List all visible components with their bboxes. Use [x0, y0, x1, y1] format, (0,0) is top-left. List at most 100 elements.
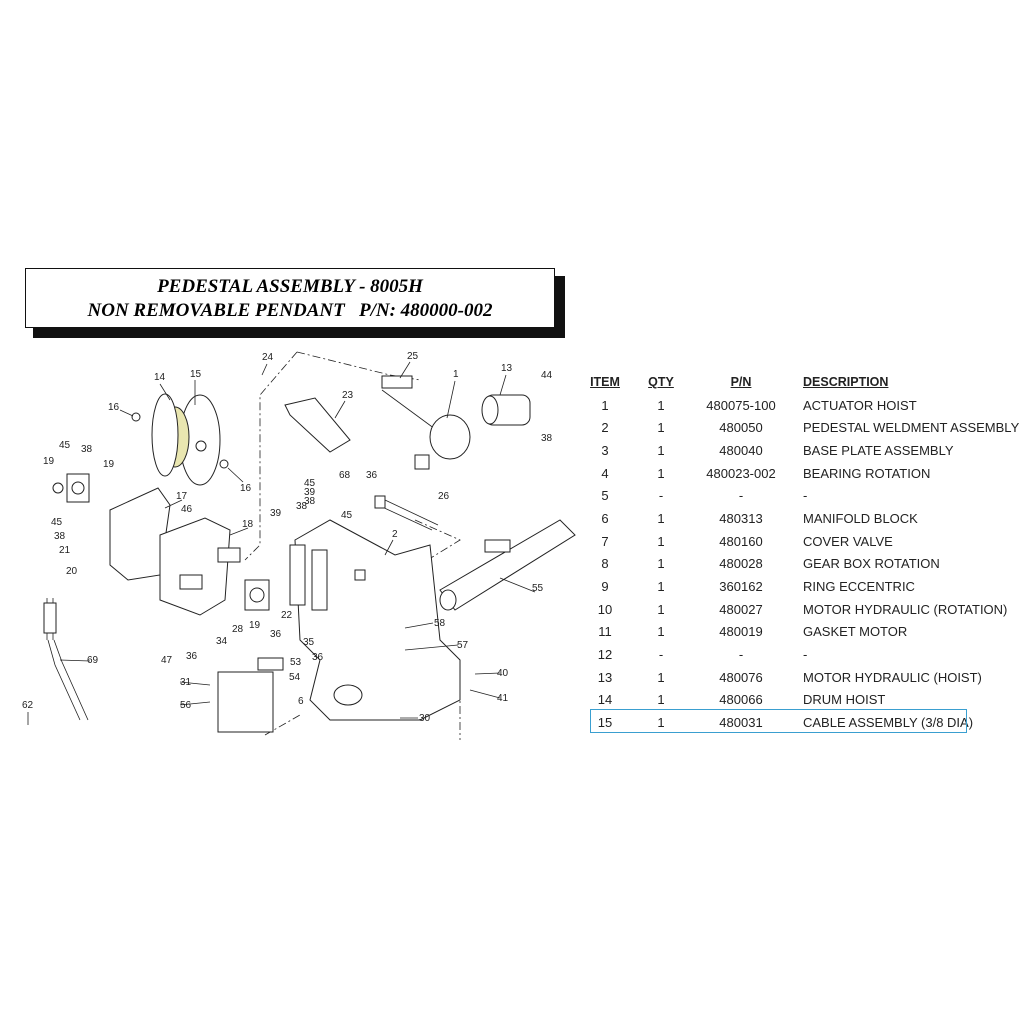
cell-description: CABLE ASSEMBLY (3/8 DIA)	[803, 715, 974, 731]
highlighted-row-outline	[590, 709, 967, 733]
cell-description: MANIFOLD BLOCK	[803, 510, 918, 526]
callout: 69	[87, 655, 99, 666]
callout: 68	[339, 470, 351, 481]
cell-description: MOTOR HYDRAULIC (HOIST)	[803, 669, 982, 685]
cell-description: -	[803, 488, 808, 504]
cell-pn: 480076	[719, 669, 763, 685]
cell-item: 12	[597, 647, 613, 663]
callout: 16	[108, 402, 120, 413]
callout: 56	[180, 700, 192, 711]
callout: 13	[501, 363, 513, 374]
callout: 20	[66, 566, 78, 577]
side-plate-18	[159, 517, 231, 616]
callout: 57	[457, 640, 469, 651]
callout: 53	[290, 657, 302, 668]
callout: 54	[289, 672, 301, 683]
cell-pn: 480160	[719, 533, 763, 549]
cell-pn: 480028	[719, 556, 763, 572]
callout: 23	[342, 390, 354, 401]
cell-pn: 480075-100	[706, 397, 776, 413]
cell-qty: 1	[657, 715, 665, 731]
callout: 22	[281, 610, 293, 621]
callout: 45	[59, 440, 71, 451]
cell-description: GEAR BOX ROTATION	[803, 556, 940, 572]
cell-description: PEDESTAL WELDMENT ASSEMBLY	[803, 420, 1020, 436]
table-row: 8 1 480028 GEAR BOX ROTATION	[586, 553, 1019, 576]
cell-qty: 1	[657, 669, 665, 685]
callout: 45	[304, 478, 316, 489]
cell-qty: 1	[657, 624, 665, 640]
cell-pn: 480040	[719, 442, 763, 458]
cell-description: GASKET MOTOR	[803, 624, 908, 640]
callout: 25	[407, 351, 419, 362]
table-row: 13 1 480076 MOTOR HYDRAULIC (HOIST)	[586, 666, 1019, 689]
cell-item: 15	[597, 715, 613, 731]
cell-qty: 1	[657, 556, 665, 572]
hydraulic-cylinder	[439, 519, 576, 611]
cell-qty: -	[658, 488, 664, 504]
cell-pn: 480023-002	[706, 465, 776, 481]
cell-description: BEARING ROTATION	[803, 465, 931, 481]
manifold-block	[217, 671, 274, 733]
callout: 44	[541, 370, 553, 381]
callout: 6	[298, 696, 304, 707]
header-item: ITEM	[590, 375, 620, 390]
callout: 38	[296, 501, 308, 512]
callout: 46	[181, 504, 193, 515]
cell-item: 1	[601, 397, 609, 413]
title-line-1: PEDESTAL ASSEMBLY - 8005H	[157, 276, 423, 297]
cell-item: 8	[601, 556, 609, 572]
cell-pn: 480066	[719, 692, 763, 708]
callout: 17	[176, 491, 188, 502]
cell-qty: 1	[657, 465, 665, 481]
callout: 30	[419, 713, 431, 724]
callout: 19	[43, 456, 55, 467]
callout: 24	[262, 352, 274, 363]
cell-pn: 480027	[719, 601, 763, 617]
callout: 38	[541, 433, 553, 444]
cell-pn: 480050	[719, 420, 763, 436]
callout: 36	[186, 651, 198, 662]
exploded-assembly-diagram: 24 25 1 13 44 14 15 23 16 16 38 45 38 19…	[22, 351, 576, 740]
cell-description: BASE PLATE ASSEMBLY	[803, 442, 954, 458]
callout: 45	[341, 510, 353, 521]
callout: 2	[392, 529, 398, 540]
cell-item: 9	[601, 579, 609, 595]
cell-item: 4	[601, 465, 609, 481]
cell-item: 10	[597, 601, 613, 617]
cell-qty: -	[658, 647, 664, 663]
cell-item: 13	[597, 669, 613, 685]
callout: 38	[54, 531, 66, 542]
callout: 36	[270, 629, 282, 640]
callout: 45	[51, 517, 63, 528]
callout: 55	[532, 583, 544, 594]
cell-pn: 480031	[719, 715, 763, 731]
callout: 58	[434, 618, 446, 629]
cell-item: 6	[601, 510, 609, 526]
cell-qty: 1	[657, 533, 665, 549]
header-pn: P/N	[730, 375, 752, 390]
title-line-2: NON REMOVABLE PENDANT P/N: 480000-002	[87, 300, 493, 321]
callout: 16	[240, 483, 252, 494]
actuator-hoist	[381, 375, 531, 470]
cell-description: COVER VALVE	[803, 533, 893, 549]
cell-item: 2	[601, 420, 609, 436]
callout: 40	[497, 668, 509, 679]
cell-item: 5	[601, 488, 609, 504]
cell-item: 3	[601, 442, 609, 458]
callout: 41	[497, 693, 509, 704]
callout: 26	[438, 491, 450, 502]
callout: 21	[59, 545, 71, 556]
header-qty: QTY	[648, 375, 674, 390]
callout: 15	[190, 369, 202, 380]
callout: 31	[180, 677, 192, 688]
